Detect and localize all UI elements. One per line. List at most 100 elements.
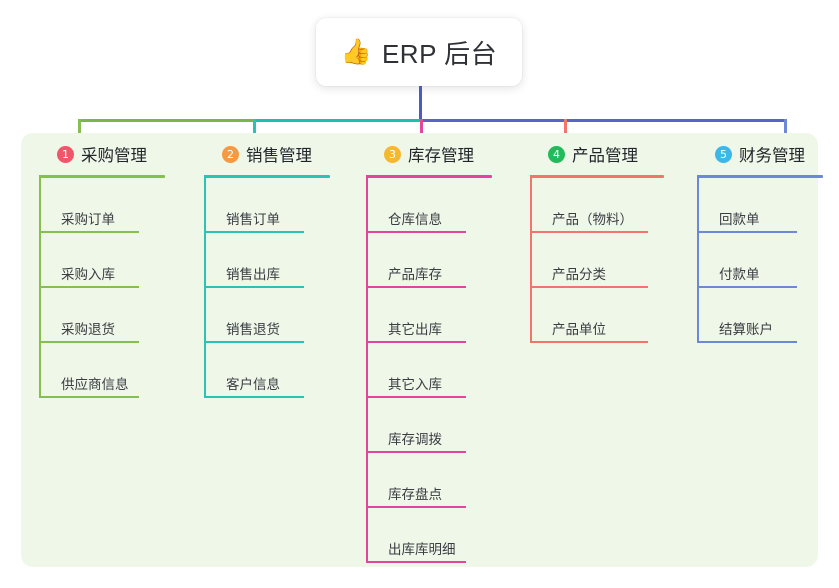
leaf-label: 供应商信息 [61,377,129,392]
root-title: ERP 后台 [381,38,498,69]
leaf-underline [366,506,466,508]
branch-underline [530,175,664,178]
mindmap-panel: 1 采购管理采购订单采购入库采购退货供应商信息 2 销售管理销售订单销售出库销售退货客… [21,133,823,567]
branch-leaf-item[interactable]: 采购退货 [39,288,199,343]
leaf-label: 销售订单 [226,212,280,227]
branch-leaf-item[interactable]: 回款单 [697,178,839,233]
mindmap-branch: 2 销售管理销售订单销售出库销售退货客户信息 [204,133,364,398]
leaf-label: 采购入库 [61,267,115,282]
leaf-label: 付款单 [719,267,760,282]
leaf-label: 其它入库 [388,377,442,392]
connector-drop [784,119,787,145]
leaf-label: 仓库信息 [388,212,442,227]
branch-leaf-item[interactable]: 付款单 [697,233,839,288]
branch-header-1[interactable]: 1 采购管理 [39,133,199,175]
branch-leaf-item[interactable]: 采购入库 [39,233,199,288]
connector-drop [564,119,567,145]
leaf-underline [204,341,304,343]
leaf-label: 出库库明细 [388,542,456,557]
leaf-label: 销售退货 [226,322,280,337]
leaf-underline [697,231,797,233]
branch-title: 库存管理 [408,147,474,165]
branch-leaf-item[interactable]: 其它入库 [366,343,528,398]
branch-leaf-item[interactable]: 产品库存 [366,233,528,288]
branch-title: 财务管理 [739,147,805,165]
leaf-underline [204,396,304,398]
leaf-underline [530,231,648,233]
leaf-label: 产品单位 [552,322,606,337]
branch-title: 销售管理 [246,147,312,165]
leaf-underline [697,286,797,288]
leaf-label: 库存盘点 [388,487,442,502]
branch-number-badge: 5 [715,145,732,163]
branch-leaf-item[interactable]: 库存调拨 [366,398,528,453]
branch-leaf-item[interactable]: 产品分类 [530,233,700,288]
branch-leaf-item[interactable]: 客户信息 [204,343,364,398]
branch-spine [366,175,368,563]
leaf-underline [39,231,139,233]
connector-drop [78,119,81,145]
branch-underline [697,175,823,178]
connector-drop [420,119,423,145]
leaf-underline [530,341,648,343]
leaf-label: 采购订单 [61,212,115,227]
branch-number-badge: 1 [57,145,74,163]
leaf-underline [697,341,797,343]
leaf-underline [366,451,466,453]
leaf-underline [204,231,304,233]
mindmap-branch: 4 产品管理产品（物料） 产品分类产品单位 [530,133,700,343]
leaf-underline [39,286,139,288]
leaf-label: 结算账户 [719,322,773,337]
branch-leaf-item[interactable]: 采购订单 [39,178,199,233]
leaf-underline [366,396,466,398]
connector-bar-segment [78,119,253,122]
connector-bar-segment [420,119,786,122]
leaf-underline [204,286,304,288]
leaf-label: 产品（物料） [552,212,633,227]
branch-leaf-item[interactable]: 结算账户 [697,288,839,343]
mindmap-branch: 3 库存管理仓库信息产品库存其它出库其它入库库存调拨库存盘点出库库明细 [366,133,528,563]
leaf-label: 产品分类 [552,267,606,282]
leaf-label: 采购退货 [61,322,115,337]
branch-header-4[interactable]: 4 产品管理 [530,133,700,175]
branch-leaf-item[interactable]: 销售出库 [204,233,364,288]
branch-leaf-item[interactable]: 仓库信息 [366,178,528,233]
branch-spine [530,175,532,343]
branch-header-2[interactable]: 2 销售管理 [204,133,364,175]
thumbs-up-icon: 👍 [340,37,372,66]
branch-leaf-item[interactable]: 销售退货 [204,288,364,343]
branch-leaf-item[interactable]: 其它出库 [366,288,528,343]
leaf-label: 库存调拨 [388,432,442,447]
leaf-underline [366,341,466,343]
mindmap-branch: 5 财务管理回款单付款单结算账户 [697,133,839,343]
branch-spine [697,175,699,343]
connector-drop [253,119,256,145]
branch-leaf-item[interactable]: 库存盘点 [366,453,528,508]
leaf-underline [39,341,139,343]
branch-underline [204,175,330,178]
branch-leaf-item[interactable]: 产品单位 [530,288,700,343]
connector-trunk [419,86,422,122]
branch-leaf-item[interactable]: 出库库明细 [366,508,528,563]
branch-number-badge: 2 [222,145,239,163]
branch-header-5[interactable]: 5 财务管理 [697,133,839,175]
leaf-underline [39,396,139,398]
branch-number-badge: 4 [548,145,565,163]
mindmap-branch: 1 采购管理采购订单采购入库采购退货供应商信息 [39,133,199,398]
branch-leaf-item[interactable]: 供应商信息 [39,343,199,398]
branch-underline [366,175,492,178]
branch-header-3[interactable]: 3 库存管理 [366,133,528,175]
branch-leaf-item[interactable]: 销售订单 [204,178,364,233]
leaf-underline [530,286,648,288]
branch-number-badge: 3 [384,145,401,163]
leaf-label: 客户信息 [226,377,280,392]
branch-leaf-item[interactable]: 产品（物料） [530,178,700,233]
leaf-label: 其它出库 [388,322,442,337]
leaf-underline [366,561,466,563]
branch-title: 采购管理 [81,147,147,165]
leaf-underline [366,231,466,233]
connector-bar-segment [253,119,420,122]
root-node-card[interactable]: 👍 ERP 后台 [316,18,522,86]
leaf-label: 产品库存 [388,267,442,282]
branch-title: 产品管理 [572,147,638,165]
